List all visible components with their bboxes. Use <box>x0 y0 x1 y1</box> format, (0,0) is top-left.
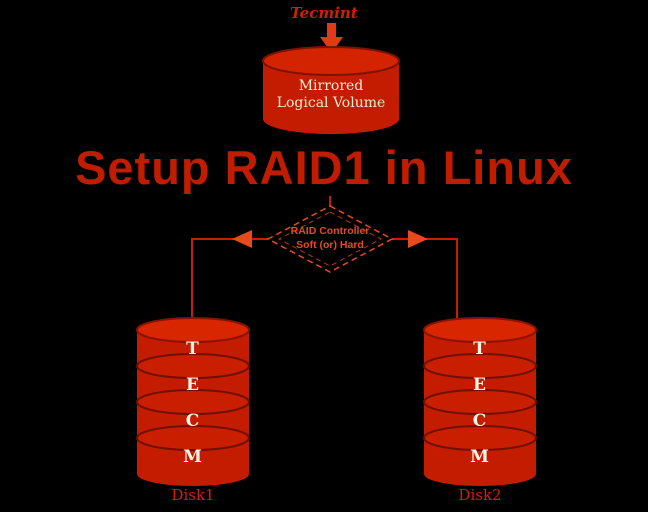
mirrored-volume-label-line2: Logical Volume <box>276 95 386 111</box>
disk1-letter-4: M <box>183 447 203 467</box>
arrow-down-icon <box>320 23 343 53</box>
mirrored-volume-label-line1: Mirrored <box>298 78 364 94</box>
page-title: Setup RAID1 in Linux <box>75 141 573 194</box>
disk2-letter-3: C <box>472 411 488 431</box>
mirrored-volume-cylinder <box>262 46 400 134</box>
disk1-letter-3: C <box>185 411 201 431</box>
disk1-label: Disk1 <box>171 486 215 504</box>
disk2-letter-2: E <box>473 375 487 395</box>
raid-controller-diamond <box>266 205 394 273</box>
arrow-right-icon <box>408 230 428 248</box>
disk2-label: Disk2 <box>458 486 502 504</box>
raid-controller-diamond-inner <box>277 211 383 267</box>
disk2-letter-1: T <box>473 339 487 359</box>
disk1-letter-2: E <box>186 375 200 395</box>
raid-controller-label: RAID Controller Soft (or) Hard <box>266 224 394 252</box>
brand-label: Tecmint <box>290 4 358 22</box>
arrow-left-icon <box>232 230 252 248</box>
disk2-stack <box>423 317 537 486</box>
disk1-letter-1: T <box>186 339 200 359</box>
raid-controller-label-line1: RAID Controller <box>290 225 370 237</box>
raid-controller-label-line2: Soft (or) Hard <box>296 239 364 251</box>
connector-right-line <box>392 238 458 324</box>
connector-left-line <box>191 238 268 324</box>
mirrored-volume-label: Mirrored Logical Volume <box>263 78 399 112</box>
disk1-stack <box>136 317 250 486</box>
disk2-letter-4: M <box>470 447 490 467</box>
